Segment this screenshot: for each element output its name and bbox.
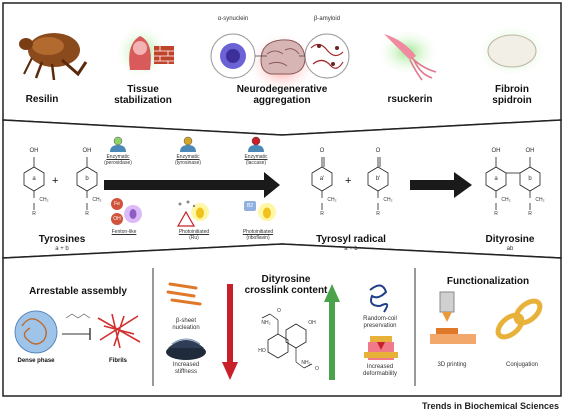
label-fibroin: Fibroin spidroin [492, 84, 532, 106]
amyloid-label: β-amyloid [313, 16, 341, 22]
deform-label-2: deformability [362, 371, 397, 377]
o-2: O [315, 366, 319, 372]
label-neuro: Neurodegenerative aggregation [236, 84, 328, 106]
label-rsuckerin: rsuckerin [387, 94, 433, 105]
arrestable-title: Arrestable assembly [29, 286, 127, 297]
stiff-label-1: Increased [172, 362, 200, 368]
oh-symbol: OH [113, 216, 121, 222]
plus-1: + [52, 175, 59, 187]
coil-label-2: preservation [363, 323, 397, 329]
nh2-1: NH₂ [261, 320, 271, 326]
ru-label-1: Photoinitiated [178, 229, 210, 235]
fe-symbol: Fe [114, 201, 120, 207]
ch2-a: CH₂ [39, 197, 49, 203]
rb-label-1: Photoinitiated [242, 229, 274, 235]
tissue-icon [114, 24, 174, 80]
o-a: O [319, 148, 325, 154]
b2-symbol: B2 [246, 203, 254, 209]
ch2-d: CH₂ [535, 197, 545, 203]
beta-label-2: nucleation [172, 325, 200, 331]
ring-b: b [85, 176, 89, 182]
functionalization-title: Functionalization [446, 276, 530, 287]
r-c: R [494, 211, 498, 217]
enzyme-peroxidase-l2: (peroxidase) [104, 160, 132, 166]
ch2-c: CH₂ [501, 197, 511, 203]
enzyme-laccase-l2: (laccase) [245, 160, 267, 166]
dityrosine-label: Dityrosine [485, 234, 535, 245]
printing-label: 3D printing [437, 362, 467, 368]
conjugation-label: Conjugation [505, 362, 539, 368]
radical-sub: a + b [344, 246, 358, 252]
r-b2: R [376, 211, 380, 217]
ring-a: a [32, 176, 36, 182]
ho-m2: HO [258, 348, 266, 354]
tyrosines-label: Tyrosines [38, 234, 86, 245]
o-1: O [277, 308, 281, 314]
ru-label-2: (Ru) [189, 235, 199, 241]
oh-a: OH [29, 148, 39, 154]
flea-icon [19, 33, 88, 81]
o-b: O [375, 148, 381, 154]
ring-b-di: b [528, 176, 532, 182]
ch2-a2: CH₂ [327, 197, 337, 203]
stiff-label-2: stiffness [175, 369, 197, 375]
label-resilin: Resilin [25, 94, 59, 105]
oh-c: OH [491, 148, 501, 154]
oh-b: OH [82, 148, 92, 154]
ch2-b: CH₂ [92, 197, 102, 203]
enzyme-tyrosinase-l2: (tyrosinase) [174, 160, 202, 166]
fenton-label: Fenton-like [111, 229, 137, 235]
squid-icon [376, 28, 440, 81]
enzyme-tyrosinase-l1: Enzymatic [176, 154, 200, 160]
r-a2: R [320, 211, 324, 217]
dityrosine-sub: ab [506, 246, 514, 252]
enzyme-laccase-l1: Enzymatic [244, 154, 268, 160]
tyrosines-sub: a + b [55, 246, 69, 252]
plus-2: + [345, 175, 352, 187]
r-b: R [85, 211, 89, 217]
oh-d: OH [525, 148, 535, 154]
neuro-illustration [210, 28, 350, 92]
ring-a-di: a [494, 176, 498, 182]
ring-b-prime: b' [375, 176, 381, 182]
label-tissue: Tissue stabilization [114, 84, 172, 106]
ring-a-prime: a' [319, 176, 325, 182]
oh-m1: OH [308, 320, 316, 326]
crosslink-title: Dityrosine crosslink content [244, 274, 328, 296]
radical-label: Tyrosyl radical [316, 234, 386, 245]
ch2-b2: CH₂ [383, 197, 393, 203]
synuclein-label: α-synuclein [217, 16, 249, 22]
dense-phase-label: Dense phase [17, 358, 55, 364]
fibrils-label: Fibrils [108, 358, 127, 364]
nh2-2: NH₂ [301, 360, 311, 366]
r-d: R [528, 211, 532, 217]
cocoon-icon [476, 24, 548, 78]
deform-label-1: Increased [366, 364, 394, 370]
coil-label-1: Random-coil [363, 316, 397, 322]
beta-label-1: β-sheet [175, 318, 197, 324]
rb-label-2: (riboflavin) [246, 235, 270, 241]
enzyme-peroxidase-l1: Enzymatic [106, 154, 130, 160]
journal-footer: Trends in Biochemical Sciences [421, 401, 559, 411]
r-a: R [32, 211, 36, 217]
